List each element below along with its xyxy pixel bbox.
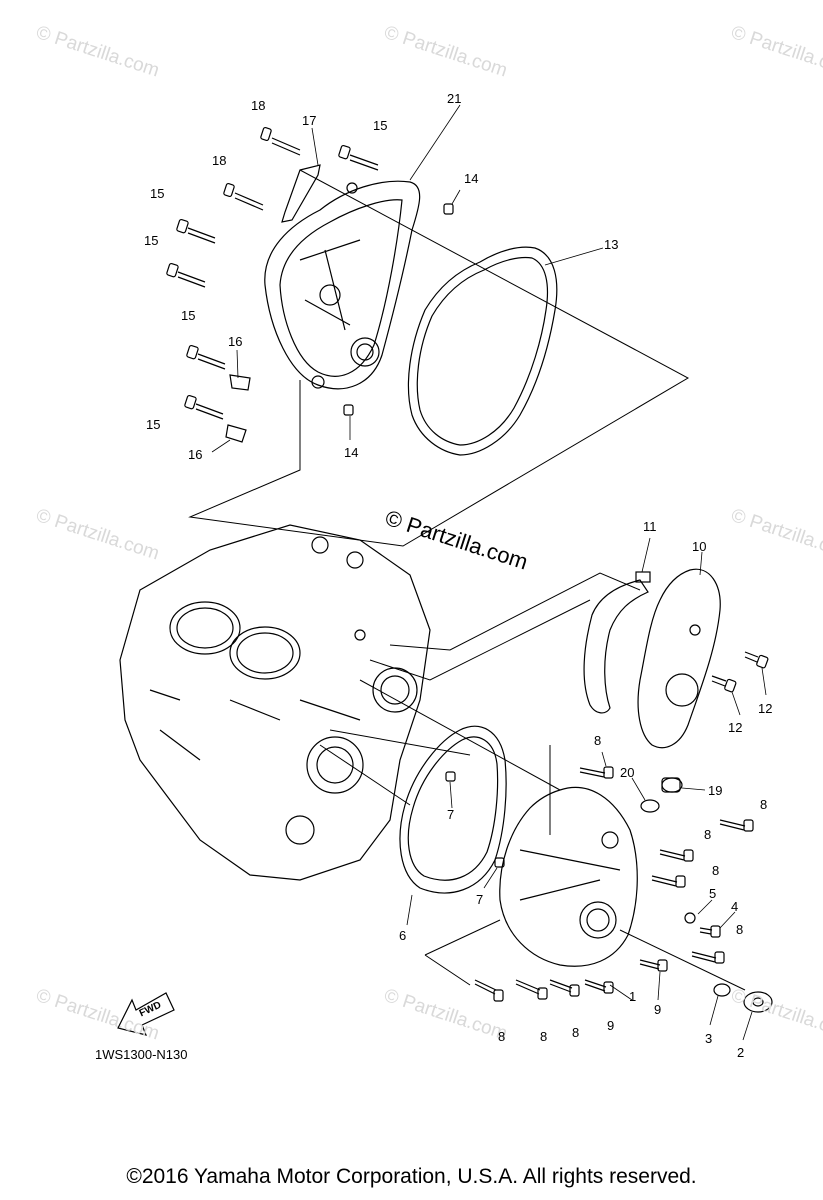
callout-label: 9 <box>607 1018 615 1033</box>
crankcase-body <box>119 524 431 881</box>
callout-label: 15 <box>150 186 165 201</box>
cap-2 <box>743 991 773 1013</box>
callout-label: 15 <box>146 417 161 432</box>
callout-label: 15 <box>181 308 196 323</box>
callout-label: 14 <box>464 171 479 186</box>
bolt-18-a <box>260 126 301 156</box>
clip-16-b <box>225 424 247 443</box>
clip-16-a <box>229 374 251 391</box>
bolt-15-a <box>176 218 216 244</box>
callout-label: 6 <box>399 928 407 943</box>
callout-label: 16 <box>188 447 203 462</box>
bolt-8-e <box>691 951 725 964</box>
gasket-13 <box>407 246 558 456</box>
callout-label: 15 <box>144 233 159 248</box>
callout-label: 7 <box>476 892 484 907</box>
dowel-14-top <box>443 203 454 215</box>
callout-label: 2 <box>737 1045 745 1060</box>
callout-label: 14 <box>344 445 359 460</box>
fwd-arrow-icon <box>117 992 175 1036</box>
callout-label: 8 <box>712 863 720 878</box>
bolt-8-b <box>719 819 754 832</box>
bolt-9-a <box>639 959 668 972</box>
callout-label: 13 <box>604 237 619 252</box>
dowel-14-bottom <box>343 404 354 416</box>
callout-label: 5 <box>709 886 717 901</box>
callout-label: 18 <box>212 153 227 168</box>
bolt-18-b <box>223 182 264 211</box>
washer-5 <box>684 912 696 924</box>
callout-label: 8 <box>704 827 712 842</box>
callout-label: 12 <box>758 701 773 716</box>
bolt-15-d <box>184 394 224 420</box>
dowel-7-b <box>494 857 505 868</box>
callout-label: 4 <box>731 899 739 914</box>
callout-label: 17 <box>302 113 317 128</box>
callout-label: 10 <box>692 539 707 554</box>
plug-19 <box>661 777 683 793</box>
bolt-15-b <box>166 262 206 288</box>
bolt-8-c <box>659 849 694 862</box>
bolt-12-a <box>744 651 769 669</box>
callout-label: 8 <box>540 1029 548 1044</box>
callout-label: 20 <box>620 765 635 780</box>
callout-label: 8 <box>572 1025 580 1040</box>
bolt-8-g <box>515 979 548 1000</box>
gasket-6 <box>399 725 507 894</box>
bracket-17 <box>281 164 321 223</box>
guide-11 <box>583 571 651 714</box>
callout-label: 8 <box>736 922 744 937</box>
o-ring-3 <box>713 983 731 997</box>
callout-label: 1 <box>629 989 637 1004</box>
cover-10 <box>637 568 721 749</box>
bolt-9-b <box>584 979 614 994</box>
callout-label: 11 <box>643 519 657 534</box>
callout-label: 3 <box>705 1031 713 1046</box>
callout-label: 21 <box>447 91 462 106</box>
copyright-notice: ©2016 Yamaha Motor Corporation, U.S.A. A… <box>126 1165 697 1188</box>
dowel-7-a <box>445 771 456 782</box>
bolt-8-f <box>549 979 580 997</box>
bolt-12-b <box>711 675 737 693</box>
bolt-8-a <box>579 766 614 779</box>
callout-label: 8 <box>760 797 768 812</box>
callout-label: 8 <box>594 733 602 748</box>
callout-label: 15 <box>373 118 388 133</box>
callout-label: 8 <box>498 1029 506 1044</box>
callout-label: 7 <box>447 807 455 822</box>
bolt-8-h <box>474 979 504 1002</box>
callout-label: 9 <box>654 1002 662 1017</box>
crankcase-cover-1 <box>264 180 421 390</box>
callout-label: 18 <box>251 98 266 113</box>
bolt-15-c <box>186 344 226 370</box>
bolt-15-top <box>338 144 379 171</box>
bolt-4 <box>699 925 721 938</box>
bolt-8-d <box>651 875 686 888</box>
callout-label: 12 <box>728 720 743 735</box>
callout-label: 19 <box>708 783 723 798</box>
callout-label: 16 <box>228 334 243 349</box>
cover-1 <box>499 786 638 967</box>
o-ring-20 <box>640 799 660 813</box>
diagram-code: 1WS1300-N130 <box>95 1047 188 1062</box>
